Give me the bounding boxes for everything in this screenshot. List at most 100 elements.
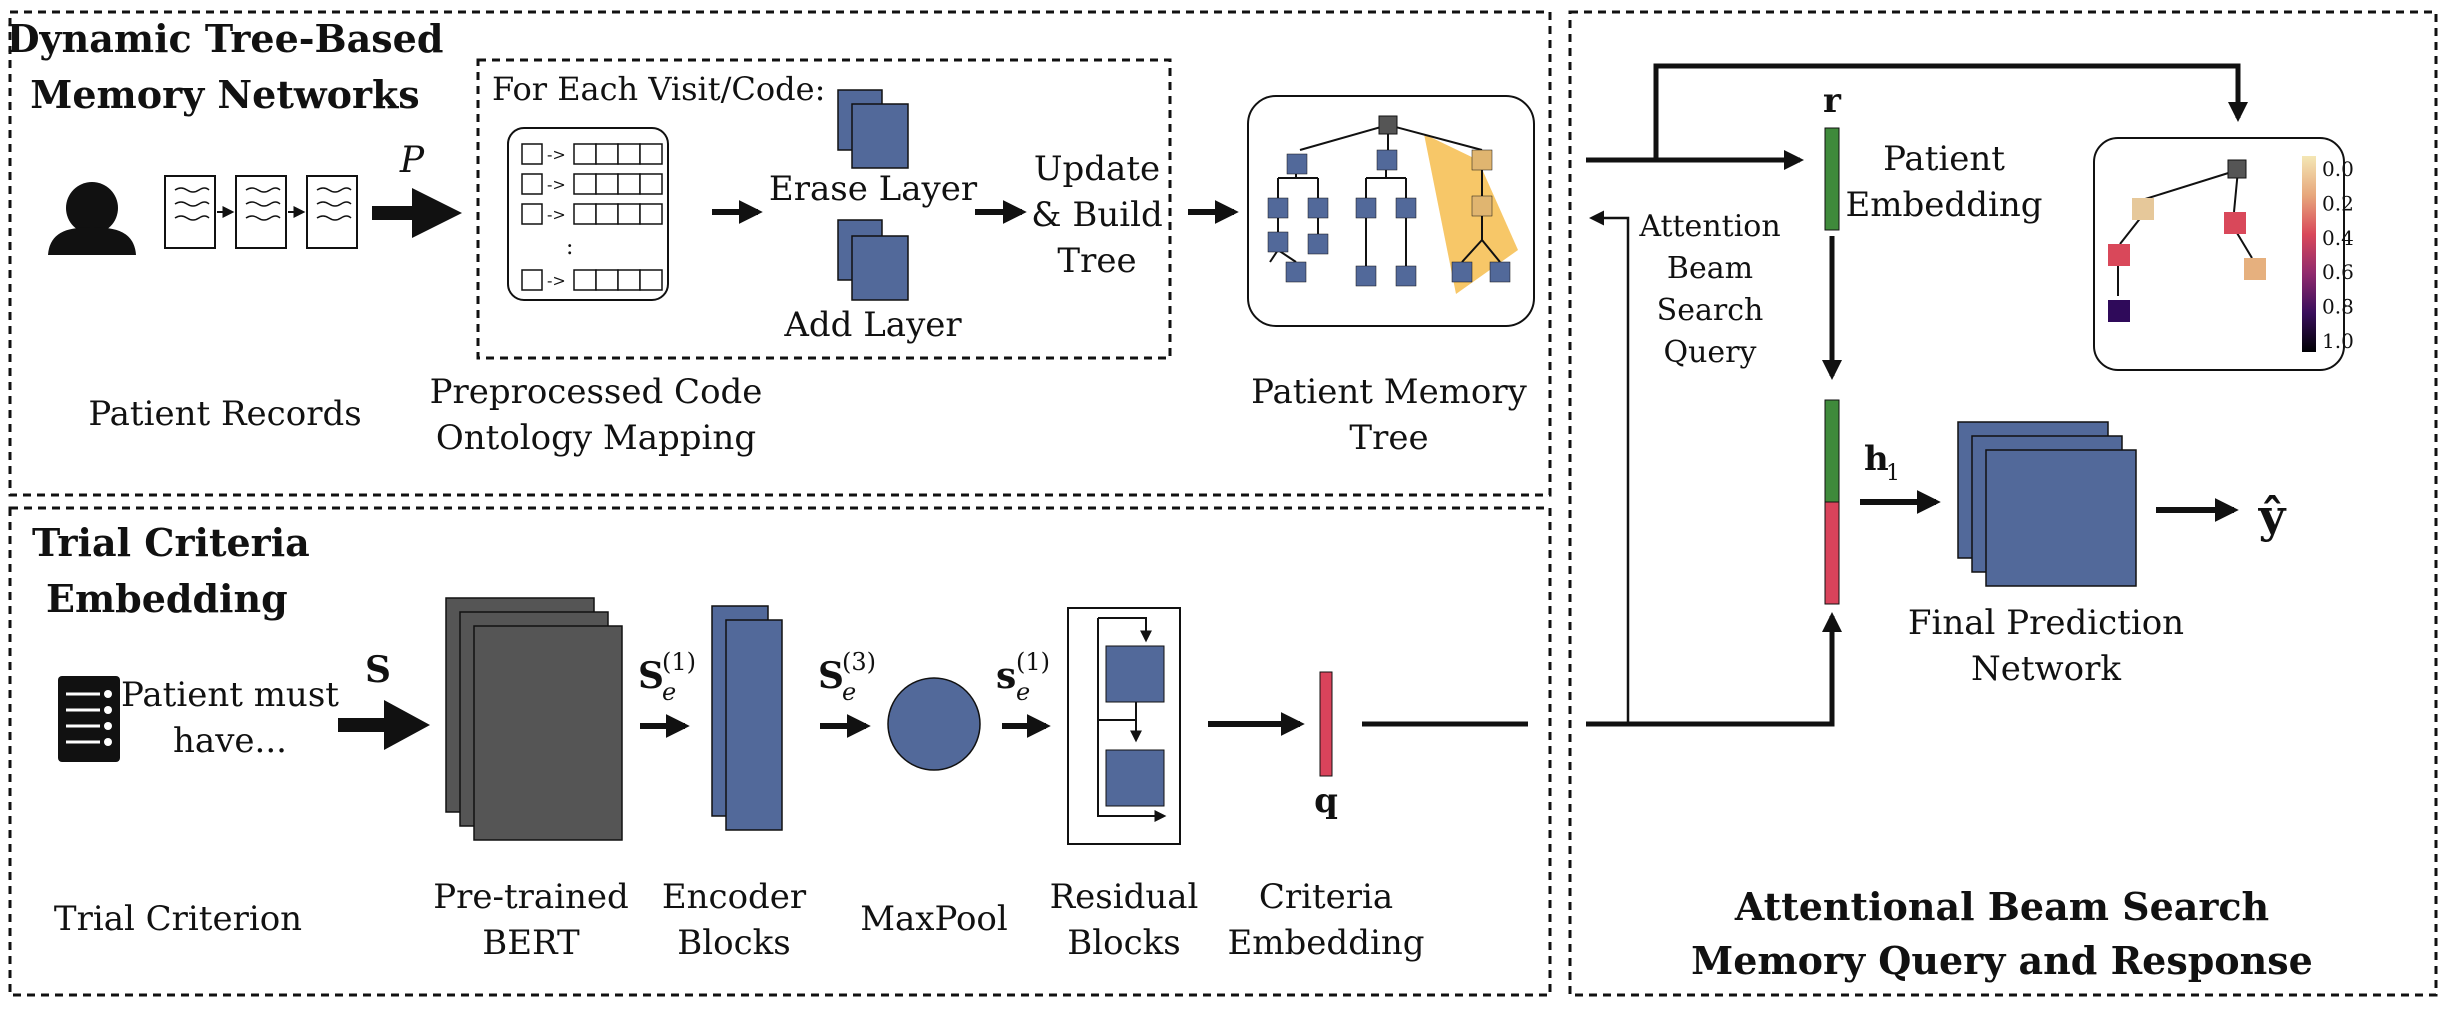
- r-vector: [1824, 127, 1840, 231]
- se1-sup: (1): [662, 648, 696, 676]
- memory-tree-label-line2: Tree: [1349, 418, 1428, 458]
- q-symbol: q: [1314, 781, 1338, 821]
- query-label-line1: Attention: [1638, 209, 1780, 244]
- h1-symbol: h 1: [1864, 439, 1900, 486]
- trial-criterion-label: Trial Criterion: [54, 899, 302, 939]
- panel-criteria-border: [8, 506, 1552, 997]
- r-symbol: r: [1823, 81, 1842, 121]
- final-label-line1: Final Prediction: [1908, 603, 2184, 643]
- encoder-label-line2: Blocks: [677, 923, 790, 963]
- sv1-symbol: s e (1): [996, 648, 1050, 706]
- se3-sup: (3): [842, 648, 876, 676]
- patient-records-label: Patient Records: [88, 394, 361, 434]
- query-feedback-path: [1589, 210, 1630, 724]
- sv1-sub: e: [1016, 678, 1030, 706]
- maxpool-node: [887, 677, 981, 771]
- colorbar: [2302, 156, 2316, 352]
- add-layer-label: Add Layer: [783, 305, 962, 345]
- loop-header: For Each Visit/Code:: [492, 70, 825, 108]
- bert-label-line2: BERT: [482, 923, 580, 963]
- criteria-title-line2: Embedding: [46, 576, 288, 621]
- colorbar-tick-label: 0.4: [2322, 226, 2354, 250]
- residual-blocks: [1067, 607, 1181, 845]
- se1-symbol: S e (1): [638, 648, 696, 706]
- se3-sub: e: [842, 678, 856, 706]
- attention-title-line1: Attentional Beam Search: [1734, 884, 2269, 929]
- connector-to-colorbar-tree: [1653, 63, 2248, 160]
- colorbar-tick-label: 0.8: [2322, 295, 2354, 319]
- loop-box: [476, 58, 1172, 360]
- patient-record-documents: [164, 175, 358, 249]
- attention-tree: [2093, 137, 2345, 371]
- patient-emb-label-line2: Embedding: [1845, 185, 2042, 225]
- se1-sub: e: [662, 678, 676, 706]
- final-label-line2: Network: [1971, 649, 2121, 689]
- concat-vector-red: [1824, 501, 1840, 605]
- query-label-line3: Search: [1657, 293, 1764, 328]
- residual-label-line2: Blocks: [1067, 923, 1180, 963]
- checklist-icon: [58, 676, 120, 762]
- final-network-stack: [1957, 421, 2137, 587]
- criteria-emb-label-line1: Criteria: [1259, 877, 1393, 917]
- document-icon: [164, 175, 216, 249]
- patient-memory-tree: [1247, 95, 1535, 327]
- erase-layer-stack: [837, 89, 909, 169]
- update-label-line3: Tree: [1057, 241, 1136, 281]
- mapping-arrow-text: ->: [547, 145, 566, 164]
- colorbar-tick-label: 0.0: [2322, 157, 2354, 181]
- criterion-text-line2: have...: [173, 721, 287, 761]
- se3-symbol: S e (3): [818, 648, 876, 706]
- big-arrow-s: [338, 700, 430, 750]
- update-label-line2: & Build: [1031, 195, 1162, 235]
- mapping-row: ->: [521, 269, 663, 291]
- criteria-title-line1: Trial Criteria: [32, 520, 310, 565]
- sv1-base: s: [996, 655, 1016, 697]
- h1-base: h: [1864, 439, 1889, 479]
- add-layer-stack: [837, 219, 909, 301]
- preprocessed-label-line2: Ontology Mapping: [436, 418, 756, 458]
- colorbar-tick-label: 0.2: [2322, 191, 2354, 215]
- s-symbol: S: [365, 649, 391, 691]
- document-icon: [306, 175, 358, 249]
- encoder-blocks: [711, 605, 783, 831]
- query-label-line2: Beam: [1667, 251, 1753, 286]
- sv1-sup: (1): [1016, 648, 1050, 676]
- memory-title-line1: Dynamic Tree-Based: [7, 16, 444, 61]
- preprocessed-label-line1: Preprocessed Code: [430, 372, 763, 412]
- bert-label-line1: Pre-trained: [433, 877, 629, 917]
- colorbar-ticks: 0.00.20.40.60.81.0: [2322, 157, 2354, 353]
- query-path: [1586, 612, 1842, 727]
- attention-title-line2: Memory Query and Response: [1691, 938, 2313, 983]
- encoder-label-line1: Encoder: [662, 877, 807, 917]
- se3-base: S: [818, 655, 844, 697]
- se1-base: S: [638, 655, 664, 697]
- mapping-row: ->: [521, 203, 663, 225]
- criterion-text-line1: Patient must: [121, 675, 339, 715]
- patient-emb-label-line1: Patient: [1883, 139, 2005, 179]
- colorbar-tick-label: 1.0: [2322, 329, 2354, 353]
- person-icon: [48, 182, 136, 255]
- mapping-row: ->: [521, 143, 663, 165]
- mapping-arrow-text: ->: [547, 175, 566, 194]
- panel-memory-border: [8, 10, 1552, 497]
- mapping-ellipsis: :: [566, 235, 573, 260]
- big-arrow-p: [372, 188, 462, 238]
- update-label-line1: Update: [1034, 149, 1160, 189]
- document-icon: [235, 175, 287, 249]
- attention-root-node: [2227, 159, 2247, 179]
- panel-attention-border: [1568, 10, 2438, 997]
- memory-tree-label-line1: Patient Memory: [1251, 372, 1528, 412]
- erase-layer-label: Erase Layer: [769, 169, 978, 209]
- mapping-row: ->: [521, 173, 663, 195]
- code-mapping-table: -> -> -> ->:: [507, 127, 669, 301]
- mapping-arrow-text: ->: [547, 205, 566, 224]
- maxpool-label: MaxPool: [860, 899, 1008, 939]
- q-vector: [1319, 671, 1333, 777]
- concat-vector-green: [1824, 399, 1840, 503]
- h1-sub: 1: [1886, 461, 1900, 486]
- memory-title-line2: Memory Networks: [30, 72, 419, 117]
- query-label-line4: Query: [1664, 335, 1757, 370]
- y-hat-output: ŷ: [2258, 489, 2287, 543]
- criteria-emb-label-line2: Embedding: [1227, 923, 1424, 963]
